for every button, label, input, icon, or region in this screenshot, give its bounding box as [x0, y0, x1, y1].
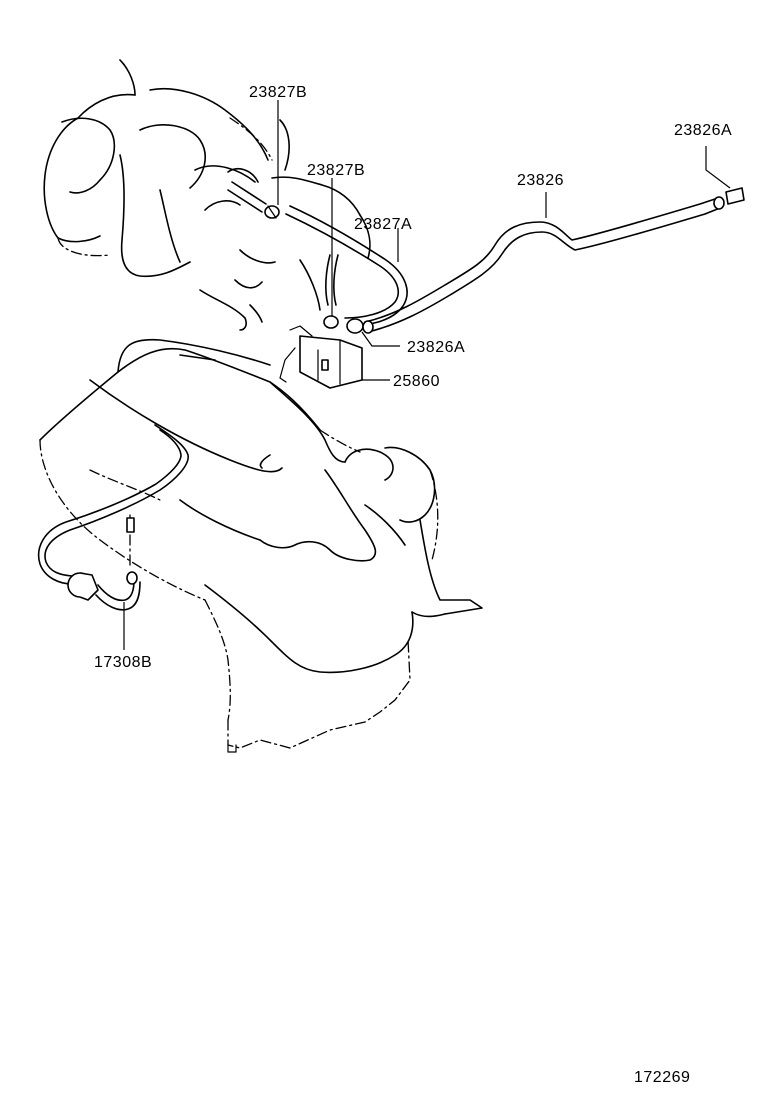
breather-hose-assembly	[37, 424, 189, 611]
callout-23826A-lower: 23826A	[407, 339, 465, 356]
vacuum-hose-23826	[362, 196, 725, 334]
callout-23827A: 23827A	[354, 216, 412, 233]
illustration-number: 172269	[634, 1069, 690, 1086]
hose-clamp-end	[725, 187, 745, 205]
leader-lines	[123, 100, 731, 650]
hose-clamp-lower	[346, 318, 364, 334]
vacuum-switching-valve	[279, 325, 363, 389]
callout-23826: 23826	[517, 172, 564, 189]
hose-segment-mid	[323, 254, 339, 329]
hose-clamp-middle	[323, 315, 339, 329]
hose-clamp-upper	[264, 205, 280, 219]
callout-23827B-middle: 23827B	[307, 162, 365, 179]
callout-23827B-upper: 23827B	[249, 84, 307, 101]
intake-manifold	[43, 59, 371, 331]
callout-23826A-right: 23826A	[674, 122, 732, 139]
callout-17308B: 17308B	[94, 654, 152, 671]
callout-25860: 25860	[393, 373, 440, 390]
engine-block	[39, 338, 483, 753]
